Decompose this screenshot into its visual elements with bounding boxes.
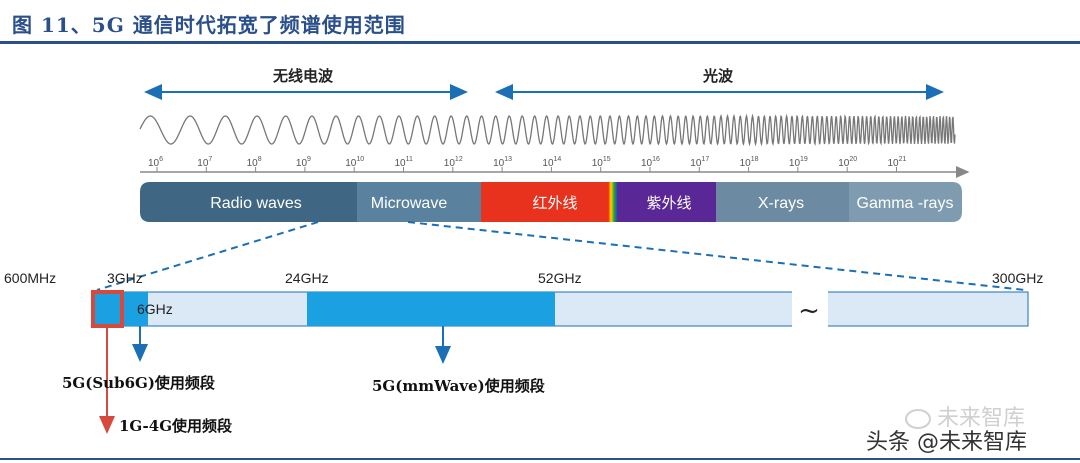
radio-wave-header: 无线电波 bbox=[272, 67, 334, 85]
bar-break-tilde: ~ bbox=[798, 296, 820, 326]
band-label-infrared: 红外线 bbox=[532, 194, 577, 212]
watermark-icon bbox=[905, 409, 931, 429]
spectrum-band-bar: Radio waves Microwave 红外线 紫外线 X-rays Gam… bbox=[140, 182, 962, 222]
bar-break-gap bbox=[792, 289, 828, 329]
axis-exponent-label: 107 bbox=[197, 156, 212, 169]
axis-exponent-label: 1019 bbox=[789, 156, 808, 169]
freq-label-6ghz: 6GHz bbox=[137, 301, 173, 317]
figure-title: 图 11、5G 通信时代拓宽了频谱使用范围 bbox=[12, 13, 406, 37]
axis-exponent-label: 1011 bbox=[395, 156, 413, 169]
band-radio-waves bbox=[140, 182, 357, 222]
axis-exponent-label: 1018 bbox=[740, 156, 759, 169]
band-label-radio-waves: Radio waves bbox=[210, 195, 302, 212]
mmwave-caption: 5G(mmWave)使用频段 bbox=[372, 377, 545, 395]
axis-exponent-label: 1017 bbox=[690, 156, 709, 169]
band-ultraviolet bbox=[618, 182, 716, 222]
axis-exponent-label: 109 bbox=[296, 156, 311, 169]
watermark-handle: 头条 @未来智库 bbox=[866, 430, 1027, 455]
mmwave-segment bbox=[307, 292, 555, 326]
title-rule bbox=[0, 41, 1080, 44]
axis-exponent-label: 1010 bbox=[345, 156, 364, 169]
wave-curve bbox=[139, 113, 956, 147]
axis-ticks bbox=[156, 167, 897, 172]
axis-exponent-label: 1013 bbox=[493, 156, 512, 169]
axis-exponent-label: 1015 bbox=[592, 156, 611, 169]
frequency-bar-base bbox=[91, 291, 1029, 327]
axis-exponent-labels: 106 107 108 109 1010 1011 1012 1013 1014 1015 1016… bbox=[148, 156, 907, 169]
axis-exponent-label: 1021 bbox=[888, 156, 907, 169]
axis-exponent-label: 1014 bbox=[542, 156, 561, 169]
g1-4g-highlight bbox=[91, 290, 124, 328]
band-label-ultraviolet: 紫外线 bbox=[646, 194, 691, 212]
freq-label-300ghz: 300GHz bbox=[992, 270, 1043, 286]
freq-label-24ghz: 24GHz bbox=[285, 270, 329, 286]
axis-exponent-label: 108 bbox=[247, 156, 262, 169]
band-label-x-rays: X-rays bbox=[758, 195, 804, 212]
band-x-rays bbox=[716, 182, 849, 222]
zoom-line-right bbox=[407, 221, 1026, 291]
band-label-microwave: Microwave bbox=[371, 195, 448, 212]
watermark-line1: 未来智库 bbox=[937, 406, 1026, 431]
freq-label-52ghz: 52GHz bbox=[538, 270, 582, 286]
band-label-gamma-rays: Gamma -rays bbox=[857, 195, 954, 212]
frequency-bar: ~ bbox=[91, 289, 1029, 329]
axis-exponent-label: 106 bbox=[148, 156, 163, 169]
sub6g-segment bbox=[122, 292, 148, 326]
band-gamma-rays bbox=[849, 182, 962, 222]
band-infrared bbox=[481, 182, 608, 222]
axis-exponent-label: 1020 bbox=[838, 156, 857, 169]
band-visible-light bbox=[608, 182, 618, 222]
bottom-rule bbox=[0, 458, 1080, 460]
watermark-logo-text: 未来智库 bbox=[905, 400, 1025, 432]
band-microwave bbox=[357, 182, 481, 222]
light-wave-header: 光波 bbox=[702, 67, 734, 85]
freq-label-3ghz: 3GHz bbox=[107, 270, 143, 286]
axis-exponent-label: 1016 bbox=[641, 156, 660, 169]
zoom-line-left bbox=[96, 221, 319, 291]
freq-label-600mhz: 600MHz bbox=[4, 270, 56, 286]
axis-exponent-label: 1012 bbox=[444, 156, 463, 169]
g1-4g-caption: 1G-4G使用频段 bbox=[119, 417, 232, 435]
sub6g-caption: 5G(Sub6G)使用频段 bbox=[62, 374, 215, 392]
